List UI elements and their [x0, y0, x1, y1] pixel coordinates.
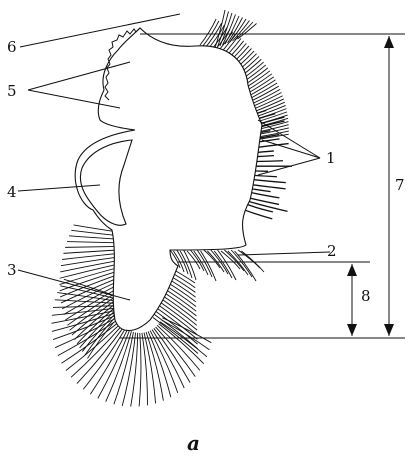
seta	[238, 24, 257, 40]
label-7: 7	[395, 176, 405, 194]
label-6: 6	[7, 38, 17, 56]
label-5: 5	[7, 82, 17, 100]
figure-caption: a	[187, 431, 200, 455]
seta	[60, 272, 117, 291]
label-1: 1	[326, 149, 336, 167]
seta	[139, 333, 141, 406]
seta	[201, 251, 216, 281]
seta	[246, 204, 273, 212]
seta	[65, 246, 117, 247]
seta	[67, 242, 118, 243]
arrowhead-7-bottom	[384, 324, 394, 336]
seta	[155, 311, 198, 345]
label-2: 2	[327, 242, 337, 260]
seta	[63, 250, 117, 253]
pointer-2	[238, 252, 330, 255]
label-3: 3	[7, 261, 17, 279]
seta	[69, 236, 118, 239]
seta	[161, 320, 209, 350]
seta	[218, 250, 236, 280]
arrowhead-7-top	[384, 36, 394, 48]
arrowhead-8-top	[347, 264, 357, 276]
pointer-1a	[258, 120, 320, 158]
label-8: 8	[361, 287, 371, 305]
seta	[194, 251, 208, 275]
seta	[154, 328, 190, 382]
seta	[62, 321, 120, 363]
seta	[51, 310, 115, 323]
arrowhead-8-bottom	[347, 324, 357, 336]
seta	[150, 331, 178, 393]
label-4: 4	[7, 183, 17, 201]
seta	[231, 250, 252, 277]
